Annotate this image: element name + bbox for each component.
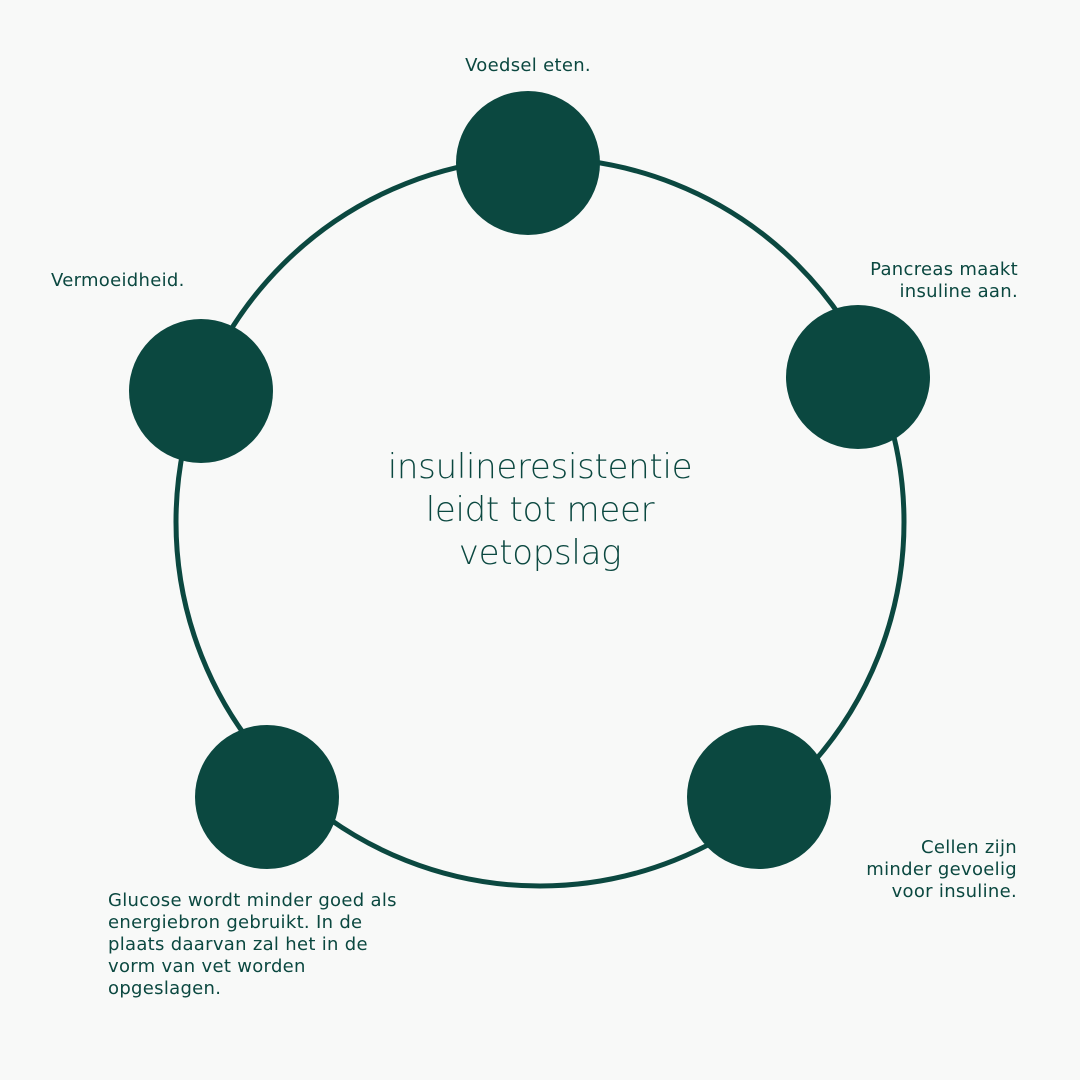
center-title: insulineresistentie leidt tot meer vetop… <box>387 447 693 573</box>
step-label-food: Voedsel eten. <box>465 55 591 76</box>
step-node-pancreas <box>786 305 930 449</box>
step-node-glucose <box>195 725 339 869</box>
step-node-cells <box>687 725 831 869</box>
step-node-food <box>456 91 600 235</box>
step-label-pancreas: Pancreas maakt insuline aan. <box>870 259 1018 302</box>
step-label-cells: Cellen zijn minder gevoelig voor insulin… <box>866 837 1017 902</box>
step-label-fatigue: Vermoeidheid. <box>51 270 185 291</box>
step-label-glucose: Glucose wordt minder goed als energiebro… <box>108 890 397 999</box>
step-node-fatigue <box>129 319 273 463</box>
